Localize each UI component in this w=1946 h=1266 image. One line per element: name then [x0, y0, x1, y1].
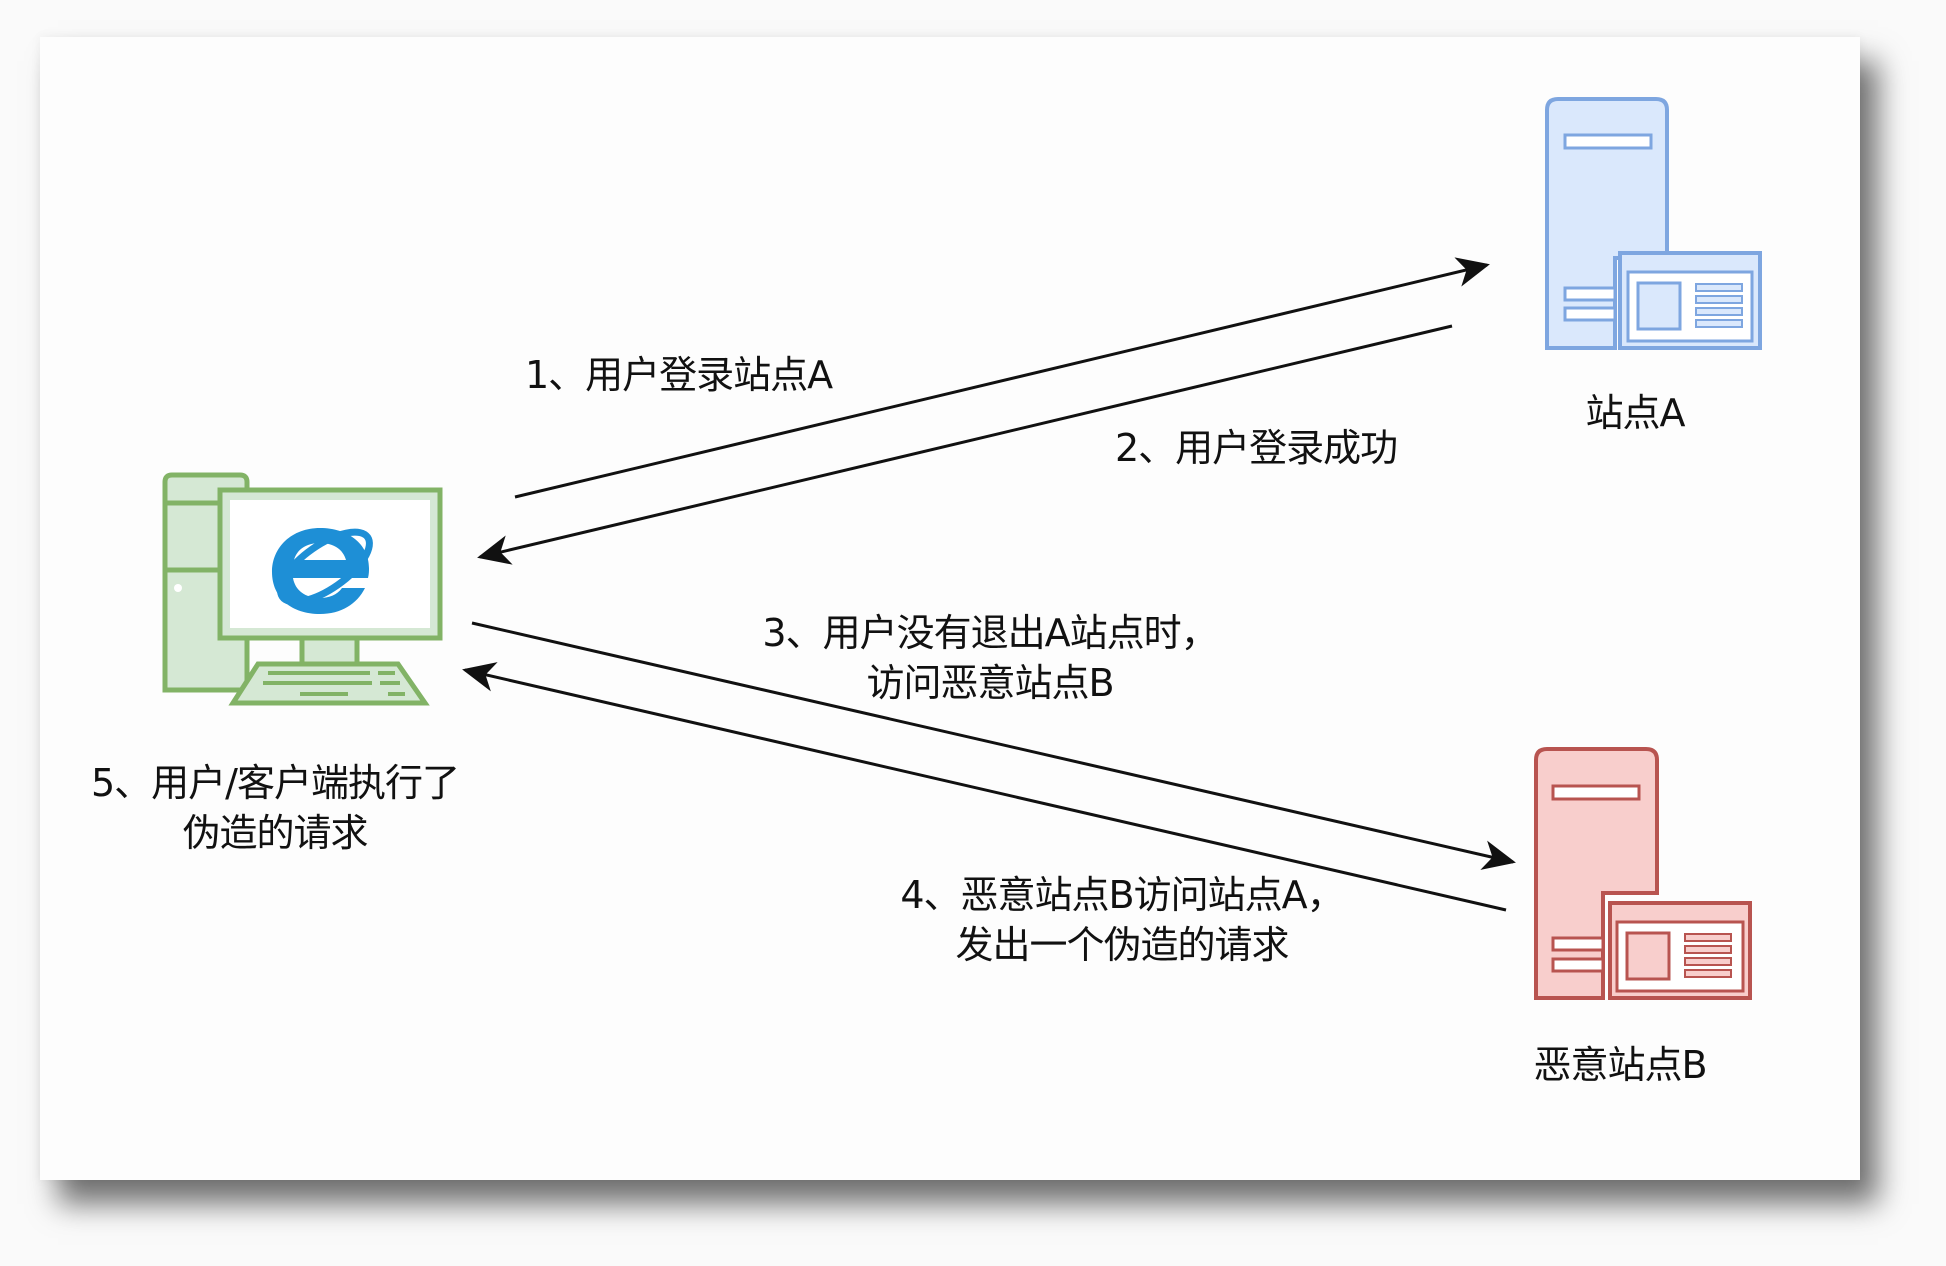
edge-3-label-line2: 访问恶意站点B — [866, 661, 1114, 705]
site-b-label: 恶意站点B — [1533, 1043, 1707, 1087]
client-label-line2: 伪造的请求 — [182, 811, 368, 855]
client-label-line1: 5、用户/客户端执行了 — [91, 761, 460, 805]
edge-4-label: 4、恶意站点B访问站点A， 发出一个伪造的请求 — [872, 870, 1372, 970]
internet-explorer-icon — [272, 528, 373, 614]
edge-2-label-text: 2、用户登录成功 — [1115, 426, 1398, 470]
site-a-server-icon[interactable] — [1545, 97, 1762, 350]
edge-1-label-text: 1、用户登录站点A — [525, 353, 833, 397]
edge-4-forged-request-arrow[interactable] — [462, 662, 1507, 912]
edge-2-login-success-arrow[interactable] — [477, 324, 1453, 565]
client-label: 5、用户/客户端执行了 伪造的请求 — [55, 758, 495, 858]
edge-1-label: 1、用户登录站点A — [525, 350, 833, 400]
site-b-server-icon[interactable] — [1534, 747, 1752, 1000]
edge-1-login-arrow[interactable] — [514, 257, 1490, 499]
edge-3-visit-malicious-arrow[interactable] — [471, 621, 1516, 870]
client-computer-icon[interactable] — [162, 472, 443, 706]
edge-4-label-line2: 发出一个伪造的请求 — [955, 923, 1289, 967]
edge-4-label-line1: 4、恶意站点B访问站点A， — [900, 873, 1344, 917]
edge-2-label: 2、用户登录成功 — [1115, 423, 1398, 473]
edge-3-label-line1: 3、用户没有退出A站点时， — [762, 611, 1218, 655]
edge-3-label: 3、用户没有退出A站点时， 访问恶意站点B — [725, 608, 1255, 708]
site-a-label: 站点A — [1585, 391, 1686, 435]
